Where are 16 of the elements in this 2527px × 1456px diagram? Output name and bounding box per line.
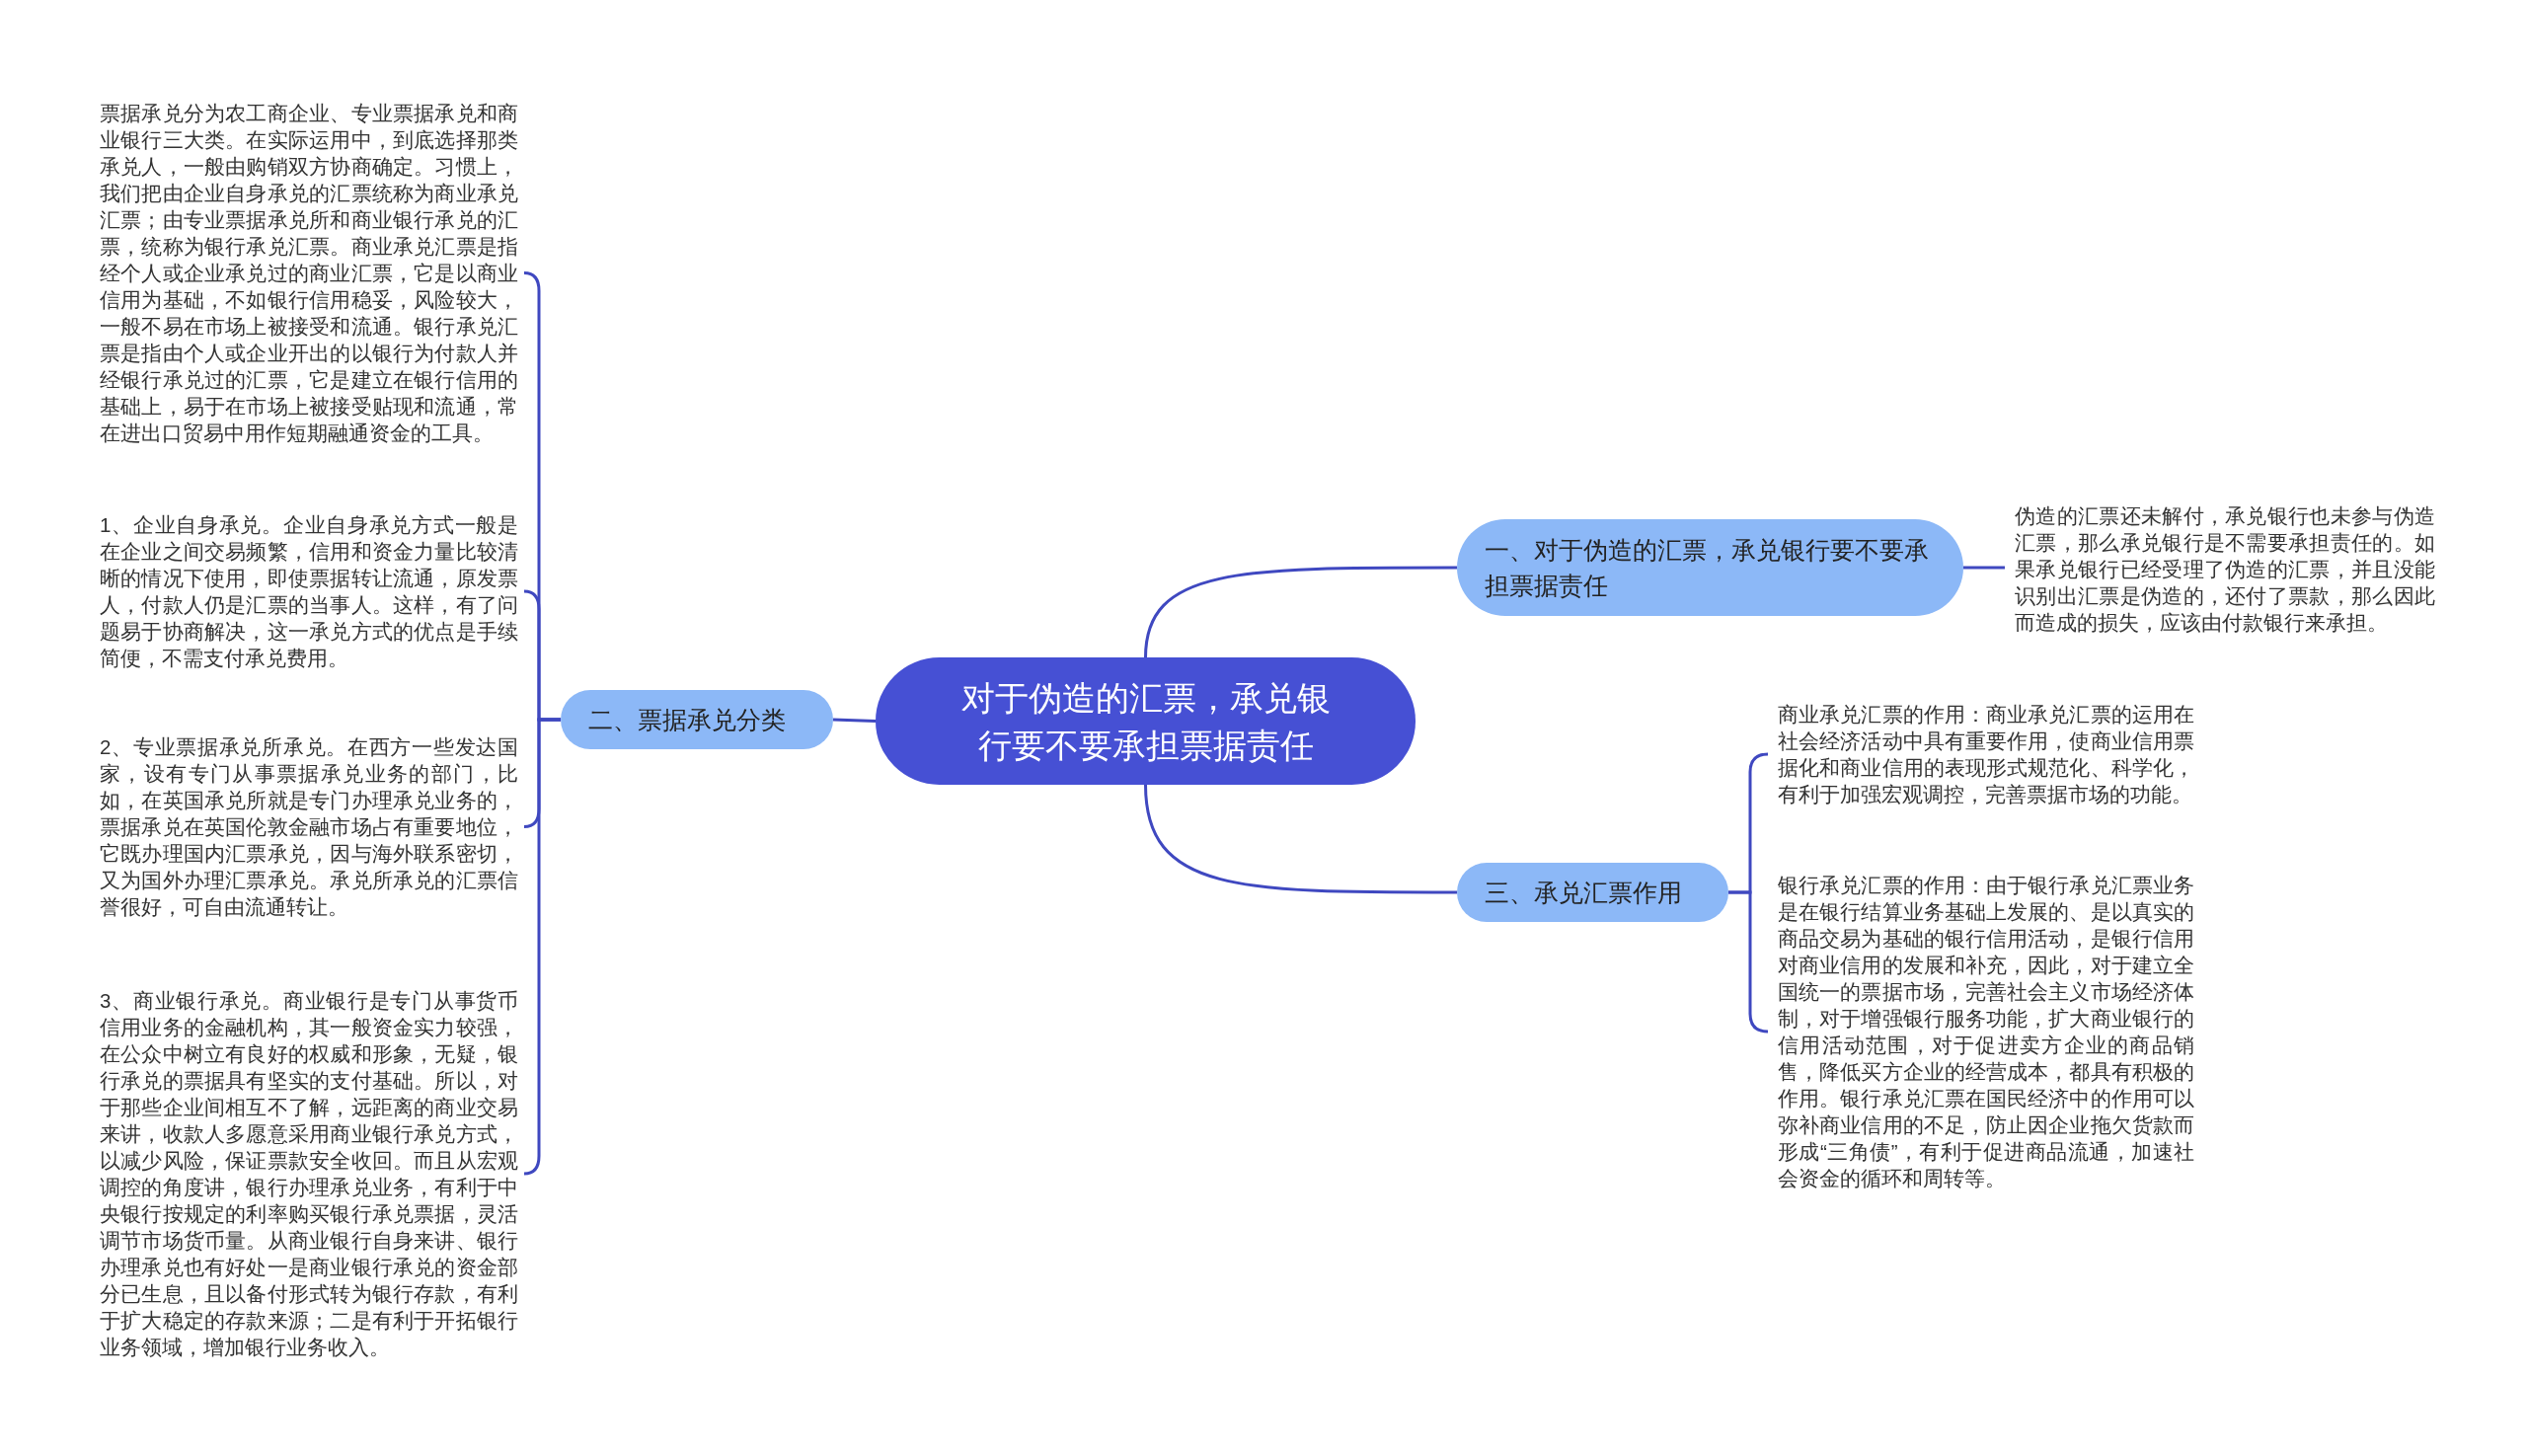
central-topic: 对于伪造的汇票，承兑银行要不要承担票据责任 [876,657,1416,785]
topic-box: 一、对于伪造的汇票，承兑银行要不要承担票据责任 [1457,519,1963,616]
note-text: 3、商业银行承兑。商业银行是专门从事货币信用业务的金融机构，其一般资金实力较强，在公众中树立有良好的权威和形象，无疑，银行承兑的票据具有坚实的支付基础。所以，对于那些企业间相互不了解，远距离的商业交易来讲，收款人多愿意采用商业银行承兑方式，以减少风险，保证票款安全收回。而且从宏观调控的角度讲，银行办理承兑业务，有利于中央银行按规定的利率购买银行承兑票据，灵活调节市场货币量。从商业银行自身来讲、银行办理承兑也有好处一是商业银行承兑的资金部分已生息，且以备付形式转为银行存款，有利于扩大稳定的存款来源；二是有利于开拓银行业务领域，增加银行业务收入。 [100,987,518,1360]
connector-line [1144,566,1457,658]
topic-box: 三、承兑汇票作用 [1457,863,1728,922]
note-text: 伪造的汇票还未解付，承兑银行也未参与伪造汇票，那么承兑银行是不需要承担责任的。如果承兑银行已经受理了伪造的汇票，并且没能识别出汇票是伪造的，还付了票款，那么因此而造成的损失，应该由付款银行来承担。 [2015,502,2435,636]
connector-line [523,718,561,1176]
connector-line [832,718,877,723]
note-text: 1、企业自身承兑。企业自身承兑方式一般是在企业之间交易频繁，信用和资金力量比较清晰的情况下使用，即使票据转让流通，原发票人，付款人仍是汇票的当事人。这样，有了问题易于协商解决，这一承兑方式的优点是手续简便，不需支付承兑费用。 [100,511,518,671]
note-text: 票据承兑分为农工商企业、专业票据承兑和商业银行三大类。在实际运用中，到底选择那类承兑人，一般由购销双方协商确定。习惯上，我们把由企业自身承兑的汇票统称为商业承兑汇票；由专业票据承兑所和商业银行承兑的汇票，统称为银行承兑汇票。商业承兑汇票是指经个人或企业承兑过的商业汇票，它是以商业信用为基础，不如银行信用稳妥，风险较大，一般不易在市场上被接受和流通。银行承兑汇票是指由个人或企业开出的以银行为付款人并经银行承兑过的汇票，它是建立在银行信用的基础上，易于在市场上被接受贴现和流通，常在进出口贸易中用作短期融通资金的工具。 [100,100,518,446]
note-text: 银行承兑汇票的作用：由于银行承兑汇票业务是在银行结算业务基础上发展的、是以真实的商品交易为基础的银行信用活动，是银行信用对商业信用的发展和补充，因此，对于建立全国统一的票据市场，完善社会主义市场经济体制，对于增强银行服务功能，扩大商业银行的信用活动范围，对于促进卖方企业的商品销售，降低买方企业的经营成本，都具有积极的作用。银行承兑汇票在国民经济中的作用可以弥补商业信用的不足，防止因企业拖欠货款而形成“三角债”，有利于促进商品流通，加速社会资金的循环和周转等。 [1778,872,2194,1191]
connector-line [1963,566,2005,570]
connector-line [1144,784,1457,894]
note-text: 2、专业票据承兑所承兑。在西方一些发达国家，设有专门从事票据承兑业务的部门，比如，在英国承兑所就是专门办理承兑业务的，票据承兑在英国伦敦金融市场占有重要地位，它既办理国内汇票承兑，因与海外联系密切，又为国外办理汇票承兑。承兑所承兑的汇票信誉很好，可自由流通转让。 [100,733,518,920]
note-text: 商业承兑汇票的作用：商业承兑汇票的运用在社会经济活动中具有重要作用，使商业信用票据化和商业信用的表现形式规范化、科学化，有利于加强宏观调控，完善票据市场的功能。 [1778,701,2194,807]
topic-box: 二、票据承兑分类 [561,690,833,749]
